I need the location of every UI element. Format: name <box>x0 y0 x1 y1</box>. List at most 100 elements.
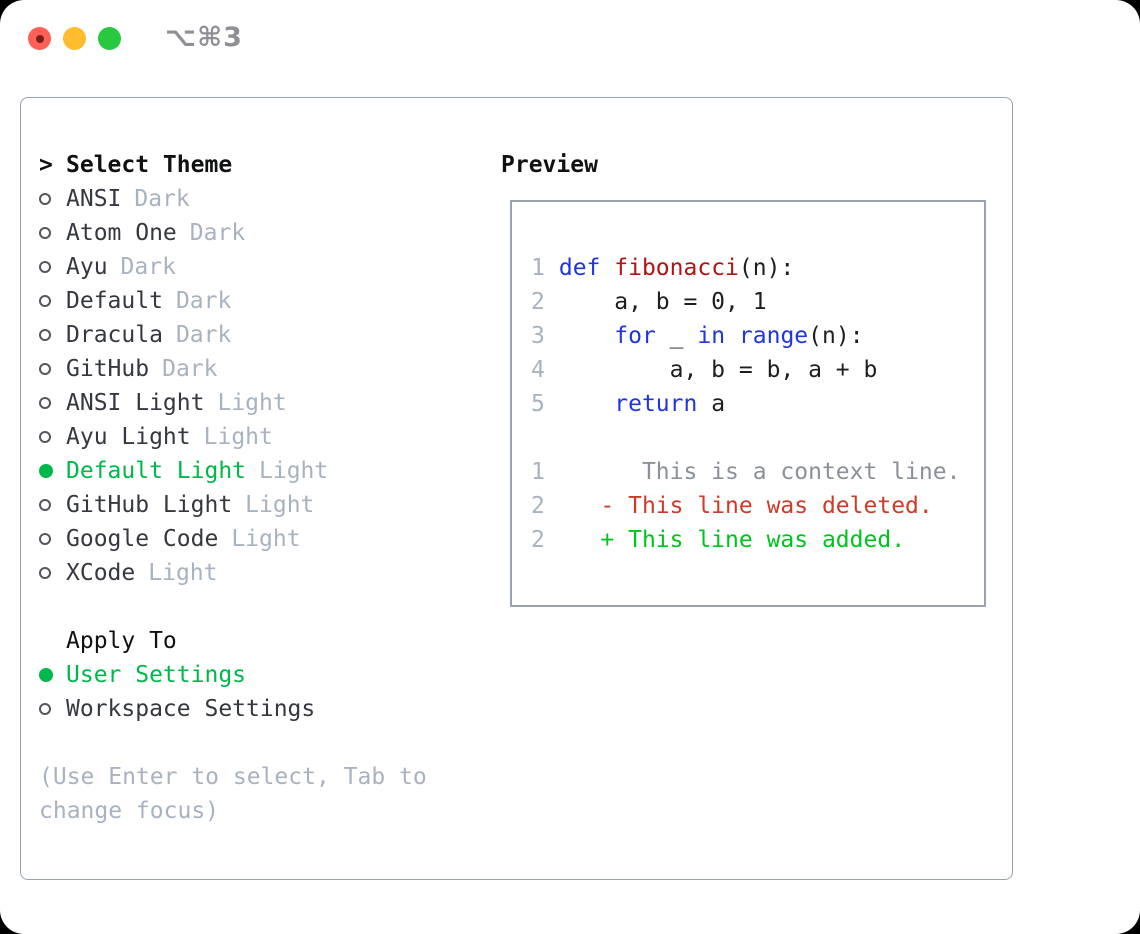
code-segment-plain: a, b = b, a + b <box>558 357 878 383</box>
spacer <box>39 726 427 760</box>
theme-name: ANSI <box>66 186 122 212</box>
theme-option[interactable]: Default Light Light <box>39 454 427 488</box>
code-line: 2 - This line was deleted. <box>531 489 960 523</box>
theme-name: Default <box>66 288 163 314</box>
theme-name: Google Code <box>66 526 219 552</box>
apply-to-option[interactable]: User Settings <box>39 658 427 692</box>
zoom-button[interactable] <box>98 27 121 50</box>
radio-icon <box>39 295 51 307</box>
theme-name: Ayu <box>66 254 108 280</box>
theme-variant: Dark <box>175 322 232 348</box>
theme-name: Default Light <box>66 458 247 484</box>
theme-option[interactable]: Google Code Light <box>39 522 427 556</box>
apply-to-header: Apply To <box>66 628 177 654</box>
theme-name: Dracula <box>66 322 163 348</box>
line-number: 2 <box>531 493 545 519</box>
line-number: 2 <box>531 527 545 553</box>
theme-list-header-row: > Select Theme <box>39 148 427 182</box>
spacer <box>39 590 427 624</box>
cursor-indicator: > <box>39 152 53 178</box>
radio-icon <box>39 261 51 273</box>
code-segment-del: - This line was deleted. <box>558 493 933 519</box>
preview-panel: 1 def fibonacci(n): 2 a, b = 0, 1 3 for … <box>510 200 986 607</box>
apply-to-option[interactable]: Workspace Settings <box>39 692 427 726</box>
hint-text-line-1: (Use Enter to select, Tab to <box>39 764 427 790</box>
theme-variant: Light <box>217 390 287 416</box>
line-number: 2 <box>531 289 545 315</box>
title-bar: ⌥⌘3 <box>0 0 1140 80</box>
line-number: 1 <box>531 459 545 485</box>
line-number: 3 <box>531 323 545 349</box>
code-segment-plain: (n): <box>738 255 795 281</box>
code-segment-ctx: This is a context line. <box>558 459 961 485</box>
line-number: 5 <box>531 391 545 417</box>
code-line: 1 This is a context line. <box>531 455 960 489</box>
code-segment-kw: in <box>697 323 726 349</box>
theme-variant: Light <box>231 526 301 552</box>
radio-icon <box>39 703 51 715</box>
close-dot-icon <box>35 34 44 43</box>
theme-option[interactable]: Default Dark <box>39 284 427 318</box>
theme-variant: Dark <box>162 356 218 382</box>
theme-variant: Dark <box>120 254 176 280</box>
theme-list: ANSI Dark Atom One Dark Ayu Dark Default… <box>39 182 427 590</box>
theme-variant: Light <box>203 424 273 450</box>
code-line: 2 + This line was added. <box>531 523 960 557</box>
theme-option[interactable]: Dracula Dark <box>39 318 427 352</box>
radio-icon <box>39 431 51 443</box>
code-line: 1 def fibonacci(n): <box>531 251 960 285</box>
close-button[interactable] <box>28 27 51 50</box>
theme-option[interactable]: ANSI Light Light <box>39 386 427 420</box>
code-line: 2 a, b = 0, 1 <box>531 285 960 319</box>
apply-option-label: Workspace Settings <box>66 696 316 722</box>
code-segment-plain <box>559 323 614 349</box>
line-number: 1 <box>531 255 545 281</box>
minimize-button[interactable] <box>63 27 86 50</box>
theme-variant: Light <box>148 560 218 586</box>
code-segment-add: + This line was added. <box>558 527 906 553</box>
code-line: 5 return a <box>531 387 960 421</box>
theme-variant: Light <box>245 492 315 518</box>
code-segment-plain: (n): <box>808 323 864 349</box>
theme-name: GitHub Light <box>66 492 233 518</box>
radio-icon <box>39 533 51 545</box>
theme-variant: Dark <box>134 186 190 212</box>
main-panel: > Select Theme ANSI Dark Atom One Dark A… <box>20 97 1013 880</box>
theme-option[interactable]: XCode Light <box>39 556 427 590</box>
code-line <box>531 421 960 455</box>
line-number: 4 <box>531 357 545 383</box>
radio-icon <box>39 499 51 511</box>
code-segment-plain <box>600 255 614 281</box>
theme-option[interactable]: Atom One Dark <box>39 216 427 250</box>
theme-option[interactable]: Ayu Light Light <box>39 420 427 454</box>
code-segment-kw: for <box>614 323 656 349</box>
radio-icon <box>39 464 53 478</box>
code-segment-plain <box>559 391 614 417</box>
code-segment-kw: range <box>738 323 809 349</box>
theme-option[interactable]: ANSI Dark <box>39 182 427 216</box>
code-line: 4 a, b = b, a + b <box>531 353 960 387</box>
apply-option-label: User Settings <box>66 662 247 688</box>
theme-name: Ayu Light <box>66 424 191 450</box>
code-segment-kw: def <box>558 255 601 281</box>
apply-to-list: User Settings Workspace Settings <box>39 658 427 726</box>
code-line: 3 for _ in range(n): <box>531 319 960 353</box>
radio-icon <box>39 193 51 205</box>
theme-option[interactable]: Ayu Dark <box>39 250 427 284</box>
theme-list-header: Select Theme <box>66 152 233 178</box>
radio-icon <box>39 227 51 239</box>
theme-variant: Light <box>259 458 329 484</box>
theme-name: XCode <box>66 560 136 586</box>
radio-icon <box>39 363 51 375</box>
theme-selector: > Select Theme ANSI Dark Atom One Dark A… <box>39 148 427 828</box>
radio-icon <box>39 397 51 409</box>
code-segment-plain <box>725 323 739 349</box>
code-segment-plain: a <box>697 391 726 417</box>
code-segment-plain: a, b = 0, 1 <box>558 289 767 315</box>
window-shortcut-label: ⌥⌘3 <box>165 22 243 53</box>
theme-option[interactable]: GitHub Light Light <box>39 488 427 522</box>
radio-icon <box>39 329 51 341</box>
theme-option[interactable]: GitHub Dark <box>39 352 427 386</box>
theme-name: GitHub <box>66 356 150 382</box>
